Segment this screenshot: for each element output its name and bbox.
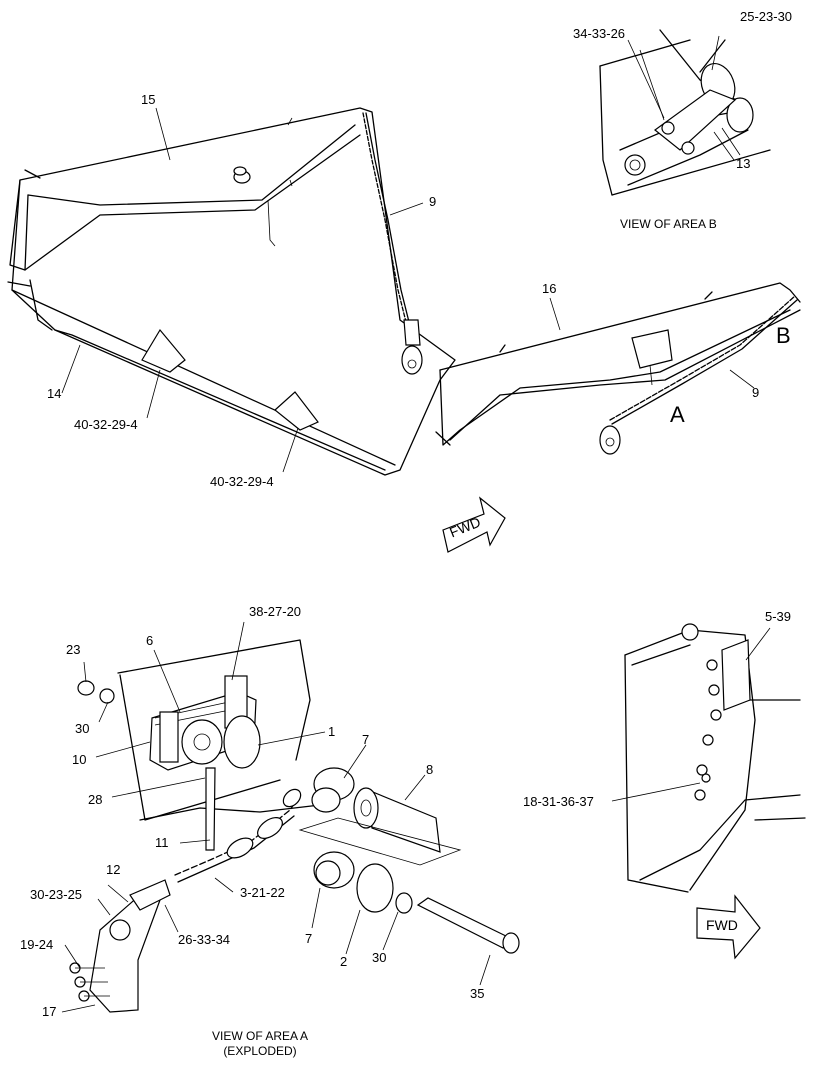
callout-35: 35	[470, 986, 485, 1001]
callout-30-a: 30	[75, 721, 90, 736]
callout-19-24: 19-24	[20, 937, 54, 952]
bracket-detail-drawing	[624, 623, 806, 893]
callout-38-27-20: 38-27-20	[249, 604, 302, 619]
callout-1: 1	[328, 724, 336, 739]
callout-6: 6	[146, 633, 154, 648]
callout-7-b: 7	[305, 931, 313, 946]
callout-15: 15	[141, 92, 156, 107]
callout-30-23-25: 30-23-25	[30, 887, 83, 902]
callout-26-33-34: 26-33-34	[178, 932, 231, 947]
callout-7-a: 7	[362, 732, 370, 747]
callout-8: 8	[426, 762, 434, 777]
callout-23: 23	[66, 642, 81, 657]
callout-40-32-29-4-b: 40-32-29-4	[210, 474, 274, 489]
callout-12: 12	[106, 862, 121, 877]
caption-view-area-b: VIEW OF AREA B	[620, 217, 717, 231]
fwd-label-bottom: FWD	[706, 917, 738, 933]
callout-B: B	[776, 323, 791, 348]
callout-34-33-26: 34-33-26	[573, 26, 626, 41]
callout-5-39: 5-39	[765, 609, 792, 624]
callout-11: 11	[155, 835, 169, 850]
leader-lines	[61, 35, 771, 1013]
fwd-arrow-bottom	[696, 894, 761, 960]
callout-28: 28	[88, 792, 103, 807]
fwd-arrow-top	[442, 496, 506, 553]
left-body-panel	[7, 107, 456, 476]
callout-9-right: 9	[752, 385, 760, 400]
caption-view-area-a-line1: VIEW OF AREA A	[211, 1029, 309, 1043]
callout-13: 13	[736, 156, 751, 171]
callout-10: 10	[72, 752, 87, 767]
view-area-a-drawing	[69, 639, 520, 1013]
callout-14: 14	[47, 386, 62, 401]
callout-3-21-22: 3-21-22	[240, 885, 285, 900]
callout-30-b: 30	[372, 950, 387, 965]
callout-9-top: 9	[429, 194, 437, 209]
callout-18-31-36-37: 18-31-36-37	[523, 794, 594, 809]
callout-25-23-30: 25-23-30	[740, 9, 793, 24]
view-area-b-drawing	[599, 29, 771, 196]
callout-17: 17	[42, 1004, 57, 1019]
right-body-panel	[435, 282, 801, 455]
caption-view-area-a-line2: (EXPLODED)	[223, 1044, 297, 1058]
callout-40-32-29-4-a: 40-32-29-4	[74, 417, 138, 432]
callout-2: 2	[340, 954, 348, 969]
callout-16: 16	[542, 281, 557, 296]
callout-A: A	[670, 402, 685, 427]
